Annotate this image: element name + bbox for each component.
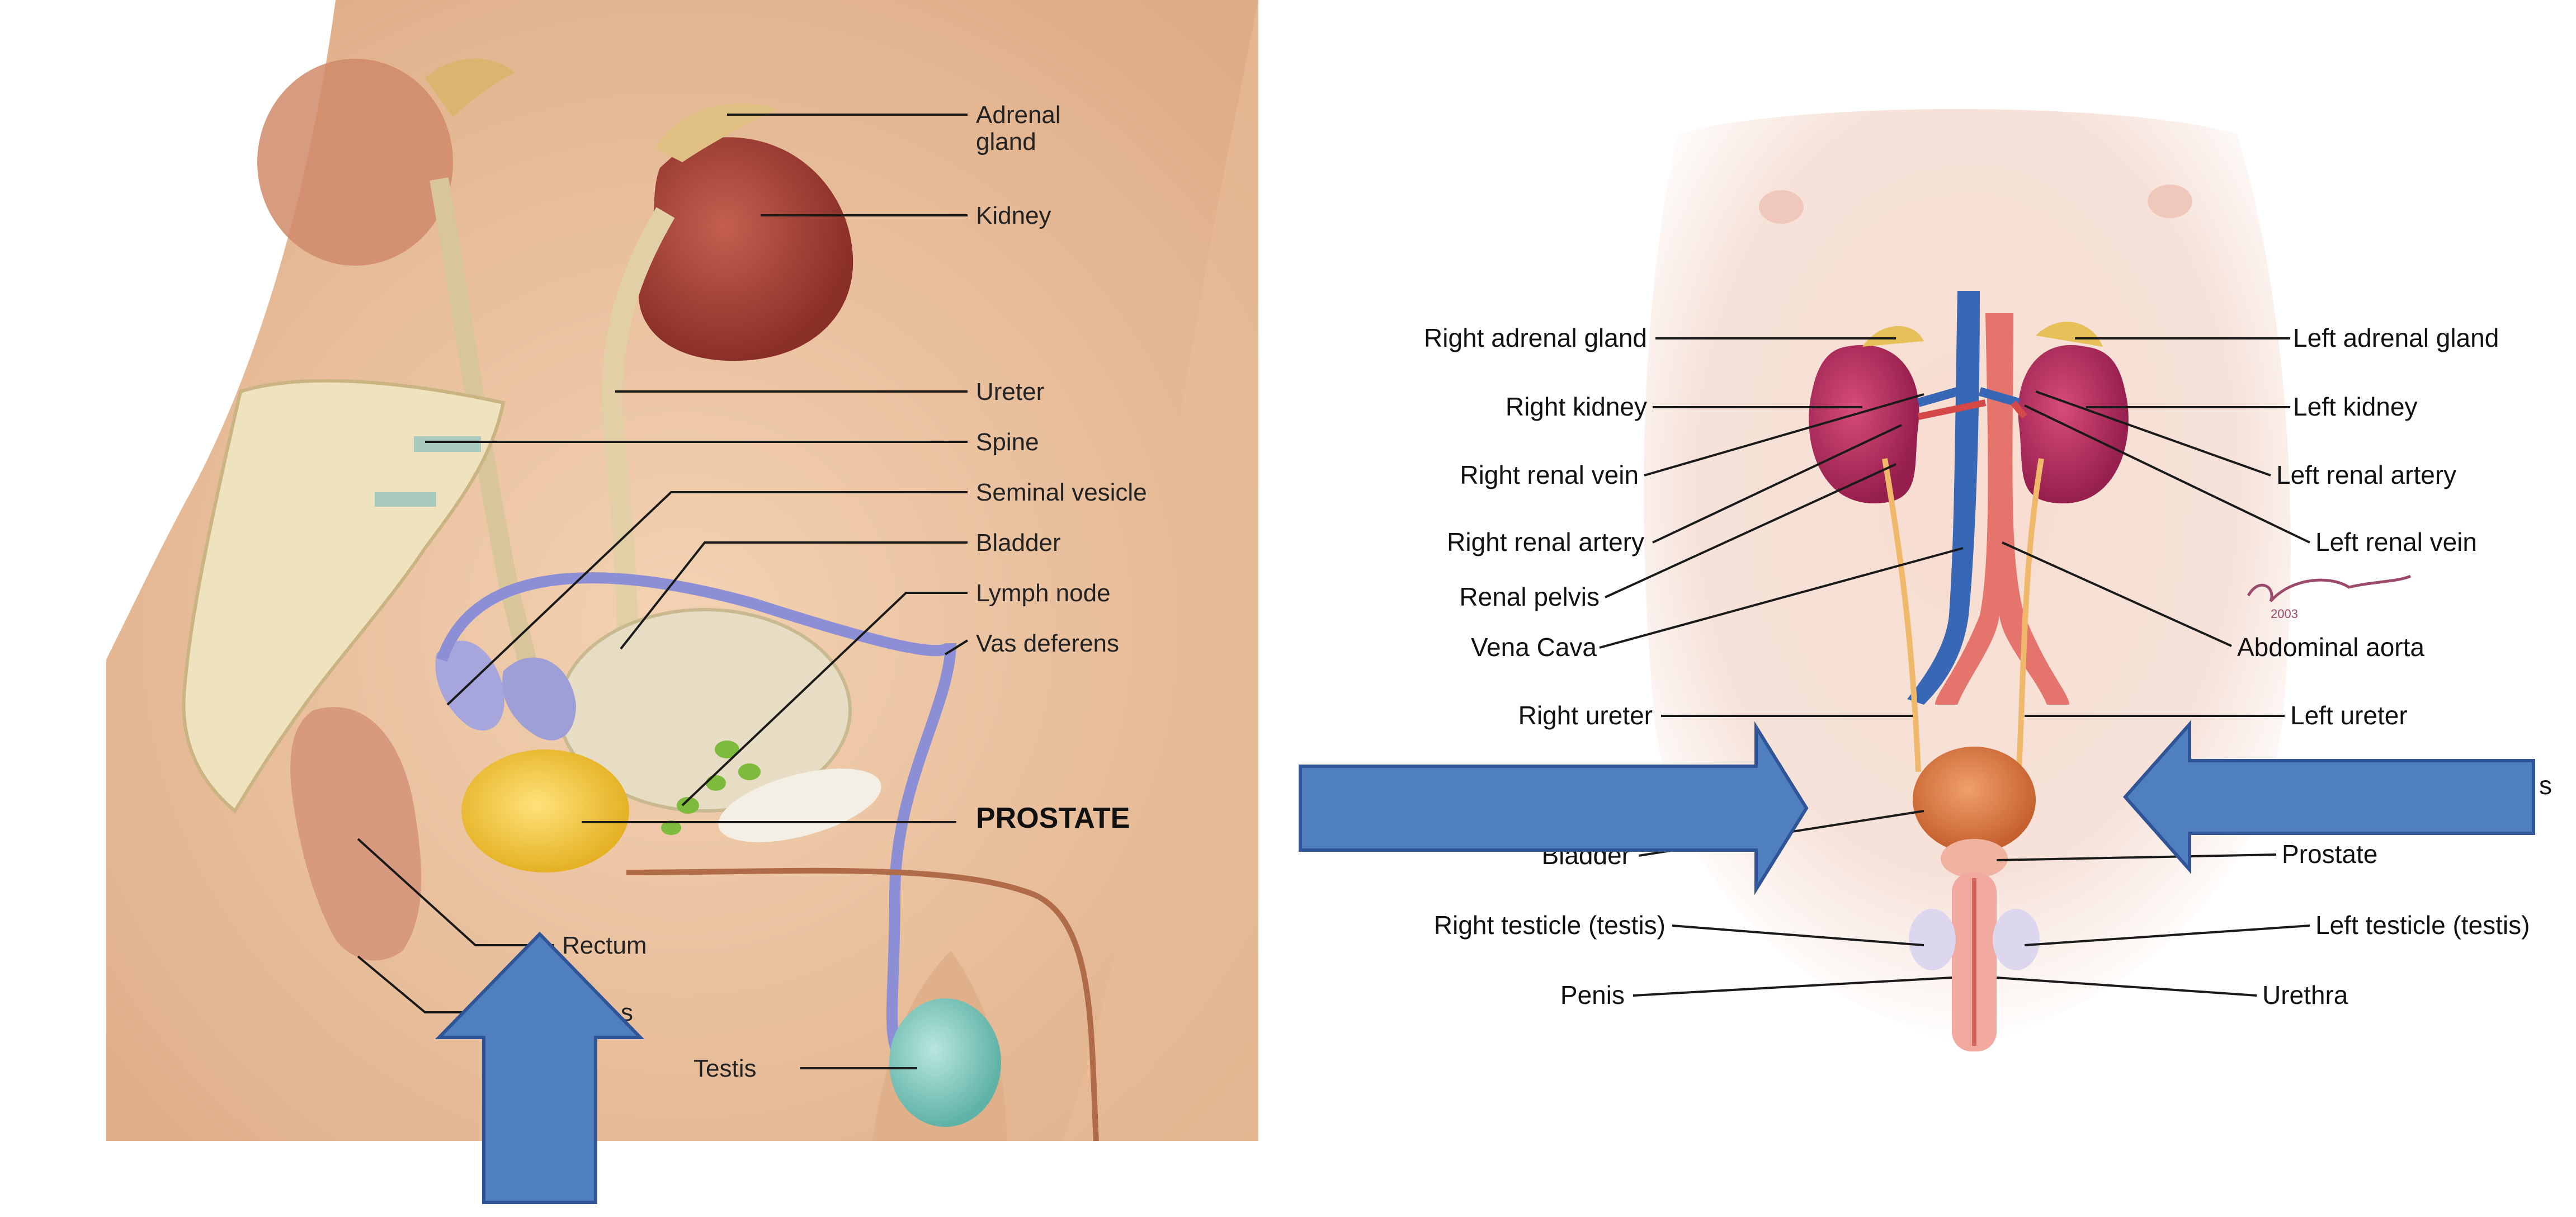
label-right-adrenal-gland: Right adrenal gland	[1424, 323, 1647, 352]
label-left-renal-vein: Left renal vein	[2315, 527, 2477, 556]
label-partial-right-edge: s	[2539, 771, 2552, 800]
left-testicle-shape	[1993, 909, 2040, 970]
label-left-ureter: Left ureter	[2290, 701, 2408, 730]
bladder-organ	[1913, 747, 2036, 853]
label-spine: Spine	[976, 428, 1039, 456]
label-abdominal-aorta: Abdominal aorta	[2237, 633, 2424, 662]
label-bladder: Bladder	[976, 529, 1061, 556]
signature-year: 2003	[2271, 607, 2298, 621]
label-right-testicle: Right testicle (testis)	[1434, 911, 1666, 940]
label-urethra: Urethra	[2262, 980, 2348, 1010]
label-right-ureter: Right ureter	[1518, 701, 1653, 730]
left-nipple	[2148, 185, 2192, 218]
label-testis: Testis	[693, 1055, 756, 1082]
label-right-kidney: Right kidney	[1506, 392, 1647, 421]
right-nipple	[1759, 190, 1804, 224]
label-left-testicle: Left testicle (testis)	[2315, 911, 2530, 940]
label-right-renal-vein: Right renal vein	[1460, 460, 1639, 489]
label-left-renal-artery: Left renal artery	[2276, 460, 2456, 489]
label-adrenal-gland-line1: Adrenal	[976, 101, 1061, 129]
label-renal-pelvis: Renal pelvis	[1459, 582, 1600, 611]
label-prostate-right-panel: Prostate	[2282, 839, 2377, 869]
label-right-renal-artery: Right renal artery	[1447, 527, 1644, 556]
label-prostate: PROSTATE	[976, 802, 1130, 834]
right-illustration: 2003 Right adrenal gland Left adrenal	[1424, 109, 2552, 1051]
label-left-adrenal-gland: Left adrenal gland	[2293, 323, 2499, 352]
spinal-disc	[414, 436, 481, 452]
label-ureter: Ureter	[976, 378, 1044, 405]
label-left-kidney: Left kidney	[2293, 392, 2417, 421]
spinal-disc-2	[375, 492, 436, 507]
label-vena-cava: Vena Cava	[1471, 633, 1597, 662]
label-kidney: Kidney	[976, 202, 1051, 229]
label-vas-deferens: Vas deferens	[976, 630, 1119, 657]
testis-shape	[889, 998, 1001, 1127]
label-penis: Penis	[1560, 980, 1625, 1010]
back-kidney	[257, 59, 453, 266]
prostate-organ	[1941, 839, 2008, 878]
right-testicle-shape	[1909, 909, 1956, 970]
label-seminal-vesicle: Seminal vesicle	[976, 479, 1147, 506]
label-rectum: Rectum	[562, 932, 647, 959]
label-adrenal-gland-line2: gland	[976, 128, 1036, 155]
prostate-shape	[461, 749, 629, 872]
label-lymph-node: Lymph node	[976, 579, 1111, 607]
